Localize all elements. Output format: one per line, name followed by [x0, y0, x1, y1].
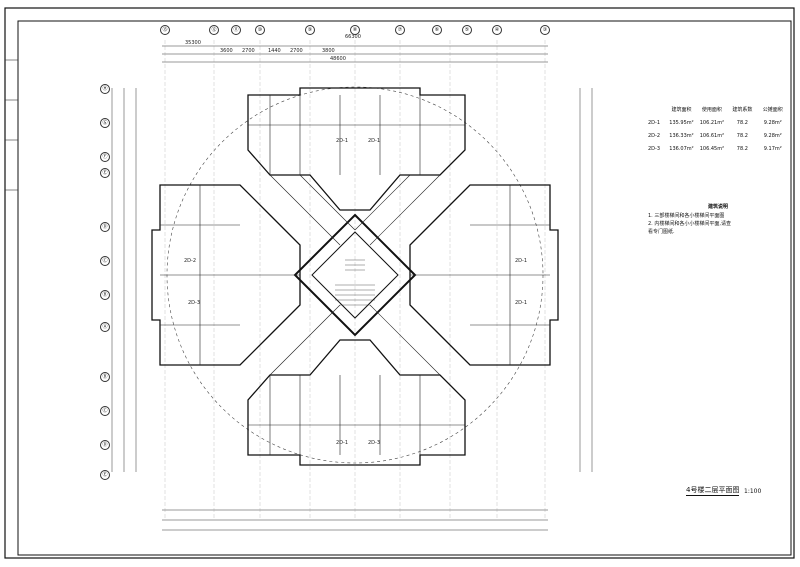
axis-bubble-top-9: ⑤ — [462, 25, 472, 35]
area-table-header: 建筑面积 使用面积 建筑系数 公摊面积 — [648, 103, 788, 116]
area-cell: 78.2 — [736, 119, 748, 126]
drawing-title: 4号楼二层平面图 — [686, 486, 740, 496]
area-table-head-1: 建筑面积 — [671, 107, 692, 113]
area-cell: 135.95m² — [669, 119, 694, 126]
area-table: 建筑面积 使用面积 建筑系数 公摊面积 2D-1 135.95m² 106.21… — [648, 103, 788, 155]
axis-bubble-top-6: ⑧ — [350, 25, 360, 35]
axis-bubble-top-3: ⑪ — [231, 25, 241, 35]
area-cell: 9.17m² — [763, 145, 782, 152]
axis-bubble-left-6: Ⓒ — [100, 256, 110, 266]
area-cell: 78.2 — [736, 132, 748, 139]
dim-top-4: 1440 — [268, 48, 281, 54]
axis-bubble-top-10: ④ — [492, 25, 502, 35]
unit-label-1: 2D-1 — [336, 138, 349, 144]
notes-line: 2. 内楼梯间和各小小楼梯间平面,请查 — [648, 221, 731, 227]
axis-bubble-left-4: Ⓔ — [100, 168, 110, 178]
axis-bubble-left-7: Ⓑ — [100, 290, 110, 300]
dim-top-total: 66300 — [345, 34, 361, 40]
area-cell: 2D-2 — [648, 132, 661, 139]
axis-bubble-top-8: ⑥ — [432, 25, 442, 35]
axis-bubble-left-3: Ⓕ — [100, 152, 110, 162]
dim-top-5: 2700 — [290, 48, 303, 54]
area-cell: 106.45m² — [699, 145, 725, 152]
notes-line: 看专门图纸. — [648, 229, 675, 235]
axis-bubble-top-4: ⑩ — [255, 25, 265, 35]
area-cell: 2D-3 — [648, 145, 661, 152]
unit-label-8: 2D-1 — [515, 300, 528, 306]
axis-bubble-left-8: Ⓐ — [100, 322, 110, 332]
area-cell: 9.28m² — [763, 119, 782, 126]
axis-bubble-left-5: Ⓓ — [100, 222, 110, 232]
area-cell: 136.33m² — [669, 132, 694, 139]
dim-top-3: 2700 — [242, 48, 255, 54]
notes-heading: 建筑说明 — [707, 204, 728, 210]
dim-top-1: 35300 — [185, 40, 201, 46]
axis-bubble-top-7: ⑦ — [395, 25, 405, 35]
drawing-scale: 1:100 — [744, 488, 762, 495]
unit-label-7: 2D-3 — [368, 440, 381, 446]
axis-bubble-top-1: ⑬ — [160, 25, 170, 35]
area-table-head-4: 公摊面积 — [762, 107, 783, 113]
notes-line: 1. 三部楼梯间和各小楼梯间平面图 — [648, 213, 725, 219]
axis-bubble-top-2: ⑫ — [209, 25, 219, 35]
area-cell: 9.28m² — [763, 132, 782, 139]
axis-bubble-left-1: Ⓗ — [100, 84, 110, 94]
area-cell: 78.2 — [736, 145, 748, 152]
table-row: 2D-3 136.07m² 106.45m² 78.2 9.17m² — [648, 142, 788, 155]
axis-bubble-top-11: ③ — [540, 25, 550, 35]
area-cell: 2D-1 — [648, 119, 661, 126]
axis-bubble-left-12: Ⓔ — [100, 470, 110, 480]
dim-top-7: 48600 — [330, 56, 346, 62]
side-dimension-lines — [111, 88, 593, 472]
area-table-head-2: 使用面积 — [701, 107, 722, 113]
table-row: 2D-1 135.95m² 106.21m² 78.2 9.28m² — [648, 116, 788, 129]
table-row: 2D-2 136.33m² 106.61m² 78.2 9.28m² — [648, 129, 788, 142]
axis-bubble-left-2: Ⓖ — [100, 118, 110, 128]
area-cell: 106.21m² — [699, 119, 725, 126]
unit-label-6: 2D-1 — [336, 440, 349, 446]
unit-label-3: 2D-2 — [184, 258, 197, 264]
axis-bubble-left-9: Ⓑ — [100, 372, 110, 382]
unit-label-4: 2D-3 — [188, 300, 201, 306]
dim-top-6: 3800 — [322, 48, 335, 54]
dim-top-2: 3600 — [220, 48, 233, 54]
axis-bubble-left-11: Ⓓ — [100, 440, 110, 450]
area-cell: 106.61m² — [699, 132, 725, 139]
area-cell: 136.07m² — [669, 145, 694, 152]
axis-bubble-left-10: Ⓒ — [100, 406, 110, 416]
unit-label-2: 2D-1 — [368, 138, 381, 144]
axis-bubble-top-5: ⑨ — [305, 25, 315, 35]
design-notes: 建筑说明 1. 三部楼梯间和各小楼梯间平面图 2. 内楼梯间和各小小楼梯间平面,… — [648, 203, 788, 236]
unit-label-5: 2D-1 — [515, 258, 528, 264]
area-table-head-3: 建筑系数 — [732, 107, 753, 113]
